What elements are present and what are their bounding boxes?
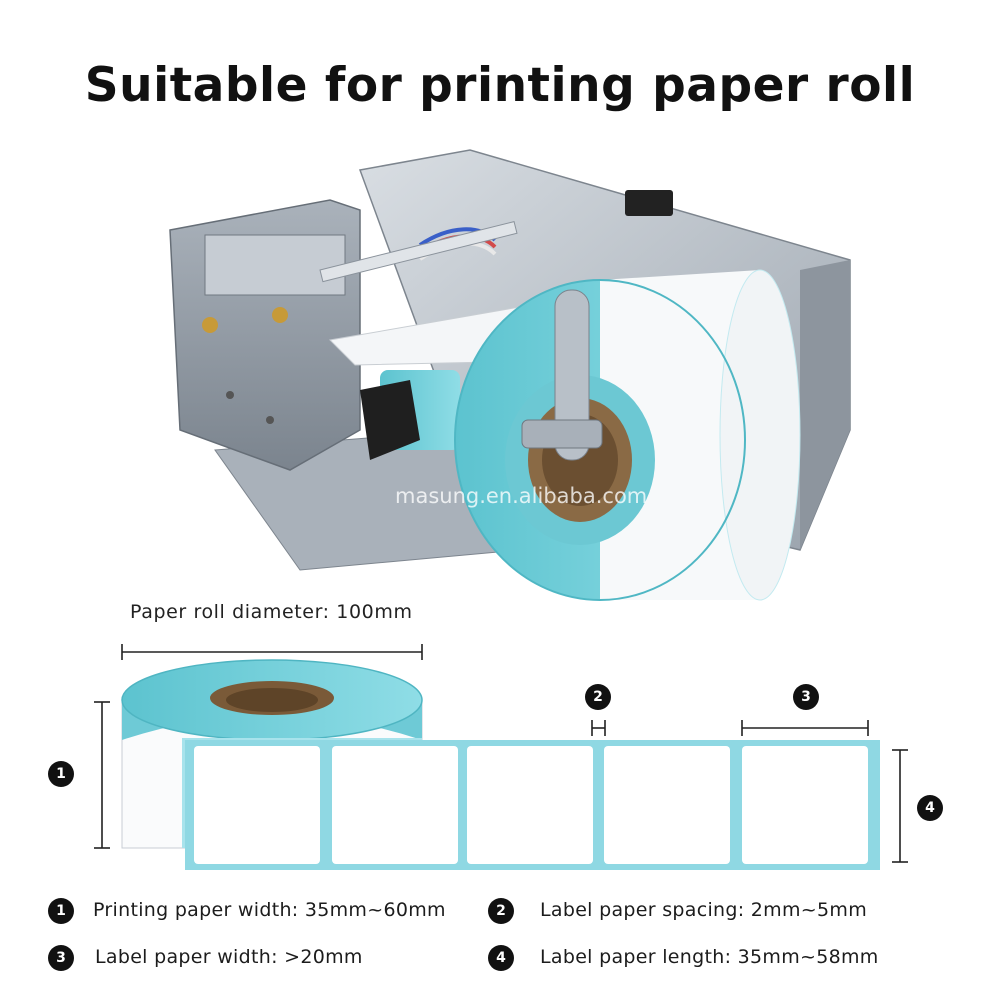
spec-4-badge: 4 xyxy=(488,945,514,971)
roll-diameter-label: Paper roll diameter: 100mm xyxy=(130,601,413,623)
printer-illustration xyxy=(169,149,851,601)
marker-3: 3 xyxy=(793,684,819,710)
spec-3-badge: 3 xyxy=(48,945,74,971)
spacing-dimension-line xyxy=(591,720,606,736)
spec-3-text: Label paper width: >20mm xyxy=(95,946,363,968)
diameter-dimension-line xyxy=(121,644,423,660)
spec-2-badge: 2 xyxy=(488,898,514,924)
marker-4: 4 xyxy=(917,795,943,821)
label-width-dimension-line xyxy=(741,720,869,736)
marker-2: 2 xyxy=(585,684,611,710)
watermark: masung.en.alibaba.com xyxy=(395,484,648,508)
label-roll-diagram xyxy=(94,644,908,870)
label-strip xyxy=(185,740,880,870)
spec-1-badge: 1 xyxy=(48,898,74,924)
spec-2-text: Label paper spacing: 2mm~5mm xyxy=(540,899,868,921)
marker-1: 1 xyxy=(48,761,74,787)
page-title: Suitable for printing paper roll xyxy=(84,58,916,113)
width-dimension-line xyxy=(94,701,110,849)
label-length-dimension-line xyxy=(892,749,908,863)
spec-1-text: Printing paper width: 35mm~60mm xyxy=(93,899,446,921)
spec-4-text: Label paper length: 35mm~58mm xyxy=(540,946,879,968)
